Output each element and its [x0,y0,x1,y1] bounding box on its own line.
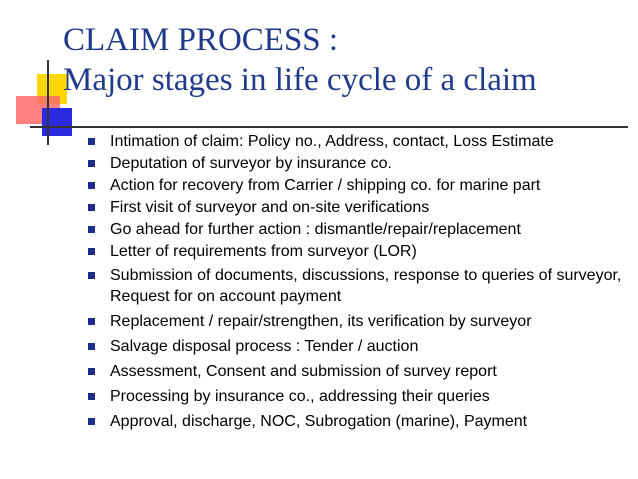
bullet-item: Deputation of surveyor by insurance co. [88,153,628,174]
square-bullet-icon [88,204,95,211]
square-bullet-icon [88,160,95,167]
square-bullet-icon [88,393,95,400]
bullet-list: Intimation of claim: Policy no., Address… [88,131,628,436]
bullet-text: Replacement / repair/strengthen, its ver… [110,313,532,330]
square-bullet-icon [88,226,95,233]
bullet-item: Letter of requirements from surveyor (LO… [88,241,628,262]
bullet-text: Letter of requirements from surveyor (LO… [110,243,417,260]
square-bullet-icon [88,343,95,350]
bullet-item: Salvage disposal process : Tender / auct… [88,336,628,357]
decor-vertical-line [47,60,49,145]
title-line-2: Major stages in life cycle of a claim [63,62,537,98]
bullet-item: Go ahead for further action : dismantle/… [88,219,628,240]
bullet-text: Assessment, Consent and submission of su… [110,363,497,380]
bullet-item: Assessment, Consent and submission of su… [88,361,628,382]
bullet-text: Processing by insurance co., addressing … [110,388,490,405]
square-bullet-icon [88,418,95,425]
slide-title: CLAIM PROCESS : Major stages in life cyc… [63,20,537,100]
square-bullet-icon [88,138,95,145]
bullet-text: First visit of surveyor and on-site veri… [110,199,430,216]
square-bullet-icon [88,248,95,255]
bullet-item: Intimation of claim: Policy no., Address… [88,131,628,152]
bullet-text: Intimation of claim: Policy no., Address… [110,133,554,150]
square-bullet-icon [88,368,95,375]
bullet-item: Submission of documents, discussions, re… [88,265,628,307]
square-bullet-icon [88,272,95,279]
bullet-text: Submission of documents, discussions, re… [110,267,622,305]
bullet-text: Action for recovery from Carrier / shipp… [110,177,541,194]
bullet-text: Salvage disposal process : Tender / auct… [110,338,419,355]
square-bullet-icon [88,318,95,325]
square-bullet-icon [88,182,95,189]
bullet-item: First visit of surveyor and on-site veri… [88,197,628,218]
bullet-item: Replacement / repair/strengthen, its ver… [88,311,628,332]
bullet-item: Approval, discharge, NOC, Subrogation (m… [88,411,628,432]
bullet-text: Approval, discharge, NOC, Subrogation (m… [110,413,528,430]
bullet-item: Processing by insurance co., addressing … [88,386,628,407]
title-line-1: CLAIM PROCESS : [63,22,339,58]
bullet-text: Go ahead for further action : dismantle/… [110,221,521,238]
title-divider-line [30,126,628,128]
bullet-item: Action for recovery from Carrier / shipp… [88,175,628,196]
bullet-text: Deputation of surveyor by insurance co. [110,155,392,172]
